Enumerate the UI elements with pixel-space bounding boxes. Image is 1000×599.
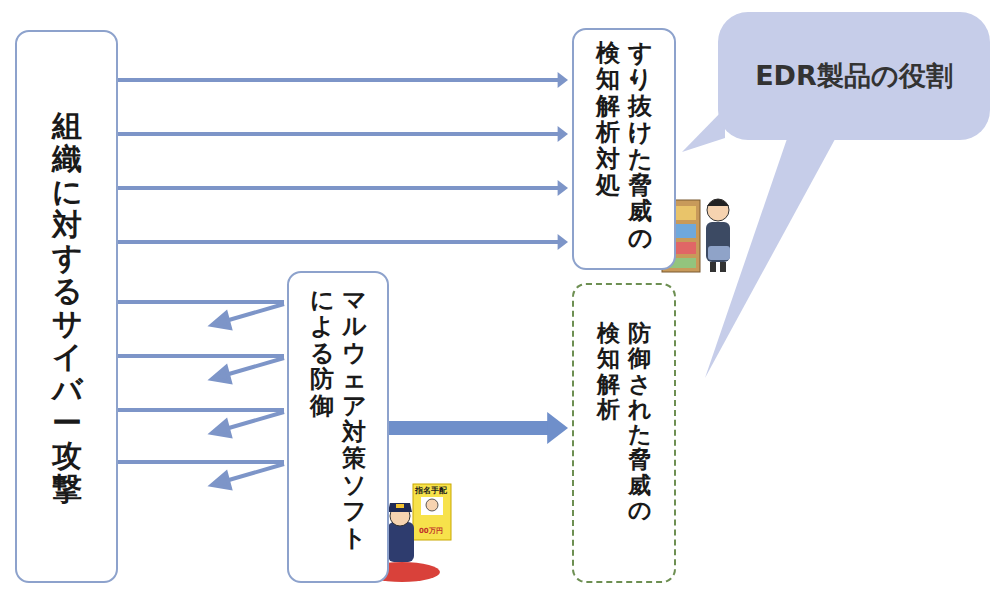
text-columns: 防御された脅威の検知・解析	[597, 321, 651, 523]
attack-arrow	[118, 126, 568, 142]
attack-arrow	[118, 356, 284, 357]
dashed-box: 防御された脅威の検知・解析	[572, 283, 676, 583]
vertical-text: マルウェア対策ソフト	[342, 287, 366, 551]
attack-arrow	[118, 180, 568, 196]
text-columns: マルウェア対策ソフトによる防御	[310, 287, 366, 551]
attack-arrow	[118, 234, 568, 250]
defense-box: マルウェア対策ソフトによる防御	[287, 271, 389, 583]
source-box: 組織に対するサイバー攻撃	[15, 30, 118, 583]
vertical-text: 防御された脅威の	[628, 321, 651, 523]
vertical-text: 検知・解析・対処	[596, 40, 620, 198]
attack-arrow	[118, 462, 284, 463]
attack-arrow	[118, 302, 284, 303]
attack-arrow	[118, 410, 284, 411]
poster-text: 00万円	[419, 528, 443, 535]
vertical-text: 検知・解析	[597, 321, 620, 422]
callout-tail	[705, 130, 840, 378]
attack-arrow	[118, 72, 568, 88]
callout-bubble: EDR製品の役割	[718, 12, 990, 140]
vertical-text: すり抜けた脅威の	[628, 40, 652, 251]
vertical-text: による防御	[310, 287, 334, 419]
text-columns: すり抜けた脅威の検知・解析・対処	[596, 40, 652, 251]
vertical-text: 組織に対するサイバー攻撃	[52, 109, 82, 505]
poster-text: 指名手配	[415, 487, 447, 495]
text-columns: 組織に対するサイバー攻撃	[52, 109, 82, 505]
process-box: すり抜けた脅威の検知・解析・対処	[572, 28, 676, 270]
thick-arrow	[389, 412, 568, 444]
callout-text: EDR製品の役割	[755, 58, 953, 94]
